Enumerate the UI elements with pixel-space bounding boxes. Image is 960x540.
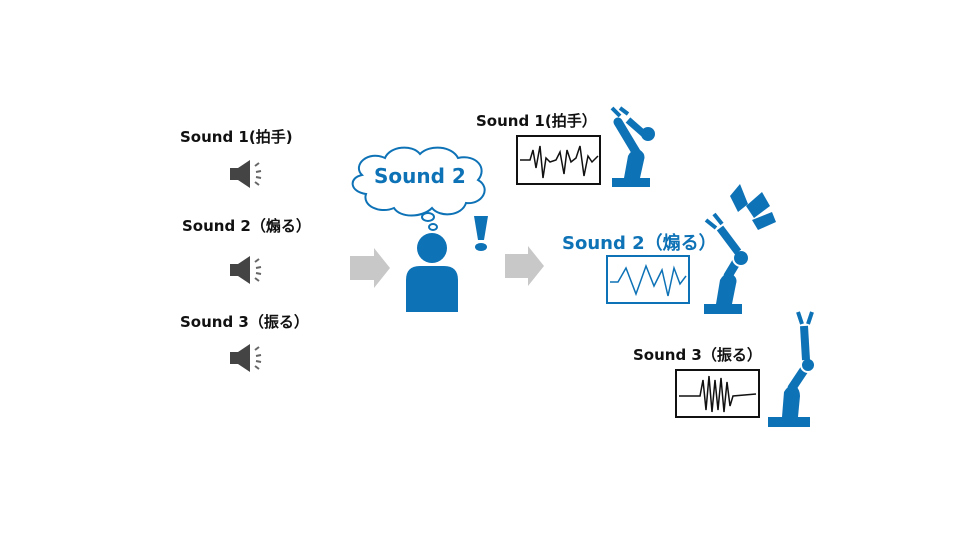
speaker-icon — [230, 160, 262, 188]
robot-arm-icon — [768, 311, 816, 427]
left-sound-3-label: Sound 3（振る） — [180, 313, 309, 331]
left-sound-1-label: Sound 1(拍手) — [180, 128, 293, 146]
flow-arrow — [350, 248, 390, 288]
exclamation-icon — [474, 216, 488, 251]
robot-arm-icon — [704, 212, 750, 314]
right-sound-2-label: Sound 2（煽る） — [562, 233, 717, 254]
speaker-icon — [230, 256, 262, 284]
flow-arrow — [505, 246, 544, 286]
waveform-box — [675, 369, 760, 418]
waveform-box — [516, 135, 601, 185]
robot-arm-icon — [610, 106, 657, 187]
thought-text: Sound 2 — [374, 164, 466, 188]
left-sound-2-label: Sound 2（煽る） — [182, 217, 311, 235]
motion-lines-icon — [730, 184, 776, 230]
right-sound-3-label: Sound 3（振る） — [633, 346, 762, 364]
waveform-box — [606, 255, 690, 304]
speaker-icon — [230, 344, 262, 372]
person-icon — [406, 233, 458, 312]
thought-bubble — [351, 146, 486, 231]
right-sound-1-label: Sound 1(拍手） — [476, 112, 597, 130]
